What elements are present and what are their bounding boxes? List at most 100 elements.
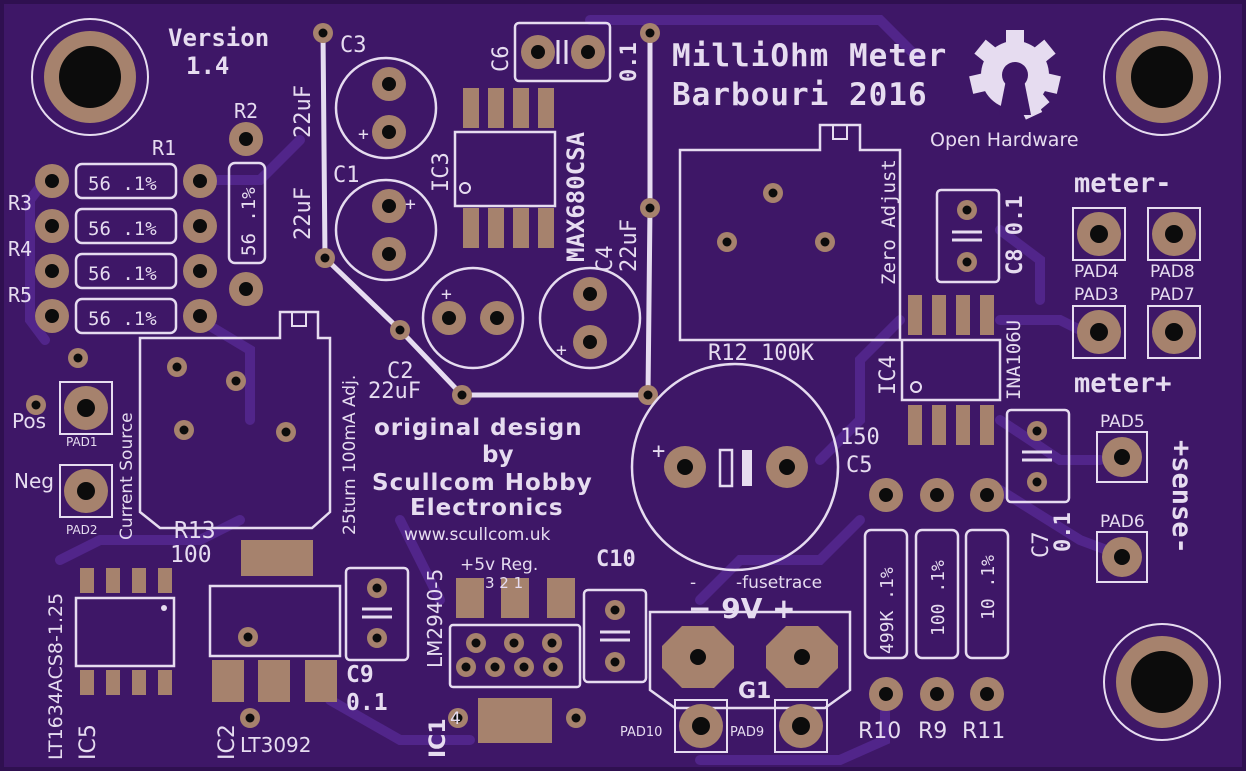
pad3-label: PAD3 [1074, 285, 1119, 305]
mount-hole-tl [31, 18, 149, 136]
ic5-chip [74, 568, 176, 695]
ic3-label: IC3 [429, 152, 454, 192]
r1-label: R1 [152, 136, 176, 160]
reg-label: +5v Reg. [460, 555, 538, 575]
pad1-label: PAD1 [66, 435, 98, 449]
pad6[interactable] [1096, 531, 1148, 583]
r5-value: 56 .1% [88, 308, 157, 330]
c6-label: C6 [489, 46, 514, 73]
r2-value: 56 .1% [238, 187, 260, 256]
capacitor-c3: + [334, 56, 438, 160]
c1-label: C1 [333, 163, 360, 188]
wire-pad-1 [313, 23, 333, 43]
current-source-label: Current Source [117, 412, 137, 540]
pad7[interactable] [1147, 305, 1201, 359]
pad2[interactable] [59, 464, 113, 518]
r13-label: R13 [174, 518, 216, 544]
ic2-chip [208, 540, 342, 728]
sense-label: +sense- [1166, 440, 1197, 554]
open-hardware-text: Open Hardware [930, 129, 1079, 151]
ic3-part: MAX680CSA [562, 131, 590, 262]
r3-value: 56 .1% [88, 218, 157, 240]
resistor-r1 [35, 162, 217, 200]
pad5[interactable] [1096, 431, 1148, 483]
pad6-label: PAD6 [1100, 512, 1145, 532]
credit-line1: original design [374, 415, 583, 441]
pad10[interactable] [674, 699, 728, 753]
c8-label: C8 0.1 [1003, 196, 1028, 275]
r9-value: 100 .1% [928, 560, 949, 636]
c7-label: C7 [1029, 532, 1054, 559]
c1-value: 22uF [291, 187, 316, 240]
ic4-part: INA106U [1003, 320, 1025, 400]
pad3[interactable] [1072, 305, 1126, 359]
ic1-regulator [448, 578, 586, 743]
pad7-label: PAD7 [1150, 285, 1195, 305]
capacitor-c4: + [538, 266, 642, 370]
credit-url: www.scullcom.uk [404, 525, 550, 545]
pad8-label: PAD8 [1150, 262, 1195, 282]
title-line1: MilliOhm Meter [672, 38, 947, 74]
battery-g1 [648, 610, 852, 710]
wire-pad-4 [452, 385, 472, 405]
r13-adjust-label: 25turn 100mA Adj. [340, 375, 360, 535]
ic2-part: LT3092 [240, 733, 312, 757]
capacitor-c1: + [334, 178, 438, 282]
capacitor-c9 [344, 566, 410, 662]
r11-label: R11 [962, 719, 1005, 744]
svg-text:+: + [358, 124, 369, 145]
svg-text:+: + [556, 340, 567, 361]
c4-label: C4 [593, 246, 618, 273]
wire-pad-2 [315, 248, 335, 268]
r2-label: R2 [234, 99, 258, 123]
pad9-label: PAD9 [730, 725, 764, 740]
c9-value: 0.1 [346, 690, 388, 716]
pad4-label: PAD4 [1074, 262, 1119, 282]
r1-value: 56 .1% [88, 173, 157, 195]
version-number: 1.4 [186, 52, 229, 80]
ic5-part: LT1634ACS8-1.25 [45, 593, 67, 760]
neg-label: Neg [14, 469, 54, 493]
ic4-label: IC4 [876, 355, 901, 395]
pad4[interactable] [1072, 207, 1126, 261]
pad9[interactable] [774, 699, 828, 753]
meter-plus-label: meter+ [1074, 368, 1172, 399]
wire-pad-6 [640, 198, 660, 218]
trimmer-r13 [138, 310, 332, 530]
version-label: Version [168, 24, 269, 52]
c5-value: 150 [840, 425, 880, 450]
r13-value: 100 [170, 542, 212, 568]
svg-text:+: + [405, 194, 416, 215]
fusetrace-label: -fusetrace [736, 573, 822, 593]
pad5-label: PAD5 [1100, 412, 1145, 432]
wire-pad-7 [640, 23, 660, 43]
pos-via [68, 348, 88, 368]
pad1[interactable] [59, 381, 113, 435]
mount-hole-tr [1103, 18, 1221, 136]
resistor-r3 [35, 207, 217, 245]
resistor-r9 [914, 478, 960, 711]
c9-label: C9 [346, 662, 374, 688]
g1-minus-small: - [690, 573, 696, 593]
credit-line4: Electronics [410, 495, 564, 521]
zero-adjust-label: Zero Adjust [878, 159, 900, 285]
capacitor-c2: + [421, 266, 525, 370]
capacitor-c10 [582, 588, 648, 684]
mount-hole-br [1103, 623, 1221, 741]
r3-label: R3 [8, 191, 32, 215]
c2-label: C2 [387, 359, 414, 384]
pad2-label: PAD2 [66, 523, 98, 537]
pad8[interactable] [1147, 207, 1201, 261]
capacitor-c8 [935, 188, 1001, 284]
meter-minus-label: meter- [1074, 168, 1172, 199]
r10-label: R10 [858, 719, 901, 744]
svg-text:+: + [441, 284, 452, 305]
ic4-chip [900, 295, 1002, 445]
capacitor-c7 [1005, 408, 1071, 504]
ic1-pin4: 4 [450, 709, 461, 729]
r4-value: 56 .1% [88, 263, 157, 285]
ic2-label: IC2 [215, 724, 240, 760]
c7-value: 0.1 [1051, 512, 1076, 552]
